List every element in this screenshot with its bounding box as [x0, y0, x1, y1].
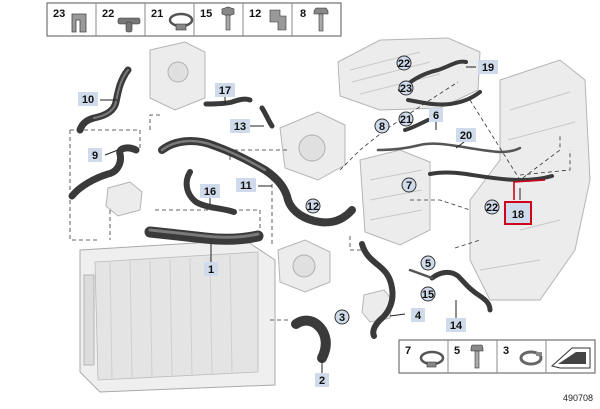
callout-number: 4: [415, 310, 422, 322]
hose-clamp-icon: [419, 350, 445, 368]
callout-number: 18: [512, 209, 524, 221]
callout-number: 3: [339, 312, 345, 324]
callout-number: 2: [319, 375, 325, 387]
callout-number: 9: [92, 150, 98, 162]
clip-icon: [71, 13, 87, 33]
callout-20: 20: [456, 128, 476, 142]
callout-13: 13: [230, 119, 250, 133]
hex-bolt-icon: [313, 7, 329, 32]
callout-11: 11: [236, 178, 256, 192]
legend-number: 7: [405, 345, 411, 357]
callout-number: 7: [406, 180, 412, 192]
callout-19: 19: [478, 60, 498, 74]
callout-number: 1: [208, 264, 214, 276]
callout-8: 8: [374, 118, 390, 134]
callout-number: 5: [425, 258, 431, 270]
legend-item-23: 23: [53, 8, 87, 33]
callout-22-right: 22: [484, 199, 500, 215]
spring-clamp-icon: [519, 350, 543, 366]
callout-number: 14: [450, 320, 463, 332]
callout-4: 4: [411, 308, 425, 322]
legend-number: 23: [53, 8, 65, 20]
callout-number: 20: [460, 130, 472, 142]
callout-number: 8: [379, 121, 385, 133]
callout-22-top: 22: [396, 55, 412, 71]
callout-12: 12: [305, 198, 321, 214]
legend-item-7: 7: [405, 345, 445, 368]
hose-clamp-icon: [168, 12, 194, 31]
hoses: [68, 59, 554, 363]
callout-16: 16: [200, 184, 220, 198]
legend-item-21: 21: [151, 8, 194, 31]
callout-number: 22: [486, 202, 498, 214]
legend-number: 5: [454, 345, 460, 357]
callout-number: 6: [433, 110, 439, 122]
callout-number: 16: [204, 186, 216, 198]
callout-number: 13: [234, 121, 246, 133]
legend-item-15: 15: [200, 6, 235, 31]
screw-icon: [470, 344, 484, 369]
legend-number: 3: [503, 345, 509, 357]
callout-18-highlighted: 18: [504, 201, 532, 225]
callout-23: 23: [398, 80, 414, 96]
highlight-pointer: [513, 179, 546, 200]
legend-item-8: 8: [300, 7, 329, 32]
legend-item-5: 5: [454, 344, 484, 369]
callout-number: 19: [482, 62, 494, 74]
callout-9: 9: [88, 148, 102, 162]
legend-number: 8: [300, 8, 306, 20]
callout-number: 23: [400, 83, 412, 95]
callout-number: 15: [422, 289, 434, 301]
callout-6: 6: [429, 108, 443, 122]
flange-bolt-icon: [221, 6, 235, 31]
pointer-arrow-icon: [550, 347, 591, 369]
pipes: [376, 142, 522, 280]
callout-14: 14: [446, 318, 466, 332]
callout-5: 5: [420, 255, 436, 271]
leader-lines: [100, 66, 521, 373]
legend-top: 23 22 21 15: [46, 2, 342, 37]
callout-10: 10: [78, 92, 98, 106]
callout-15: 15: [420, 286, 436, 302]
callout-number: 21: [400, 114, 412, 126]
callout-number: 22: [398, 58, 410, 70]
legend-number: 21: [151, 8, 163, 20]
legend-number: 15: [200, 8, 212, 20]
callout-3: 3: [334, 309, 350, 325]
callout-17: 17: [215, 83, 235, 97]
radiator: [79, 239, 276, 393]
callout-21: 21: [398, 111, 414, 127]
callout-7: 7: [401, 177, 417, 193]
legend-number: 22: [102, 8, 114, 20]
image-code: 490708: [563, 393, 593, 403]
callout-number: 17: [219, 85, 231, 97]
callout-2: 2: [315, 373, 329, 387]
legend-item-22: 22: [102, 8, 141, 33]
callout-1: 1: [204, 262, 218, 276]
bracket-clip-icon: [269, 9, 287, 31]
legend-item-3: 3: [503, 345, 543, 366]
t-connector-icon: [117, 17, 141, 33]
legend-bottom: 7 5 3: [398, 339, 596, 374]
legend-number: 12: [249, 8, 261, 20]
callout-number: 11: [240, 180, 252, 192]
callout-number: 10: [82, 94, 94, 106]
legend-item-12: 12: [249, 8, 287, 31]
callout-number: 12: [307, 201, 319, 213]
assembly-dashed-lines: [69, 81, 571, 321]
